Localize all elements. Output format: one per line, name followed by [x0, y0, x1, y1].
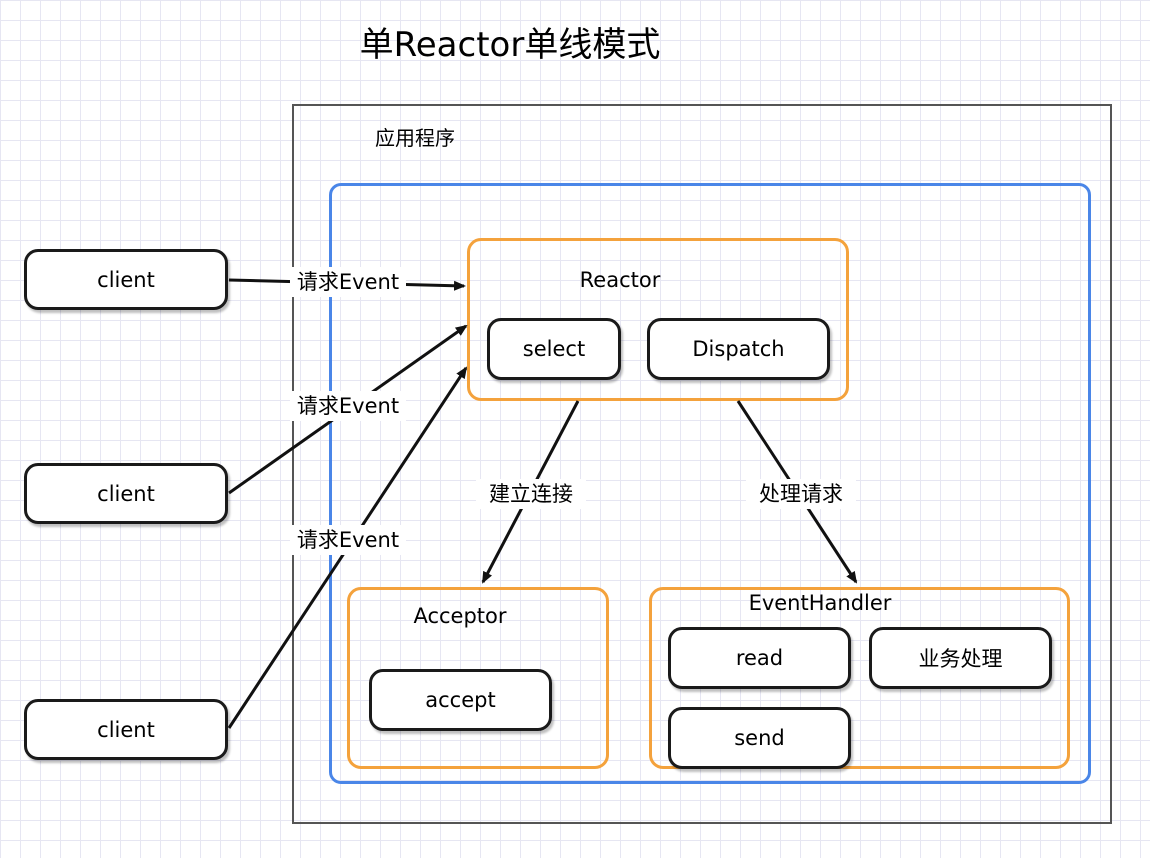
edge-label-request-1: 请求Event	[290, 267, 406, 297]
select-node: select	[487, 318, 621, 380]
reactor-title: Reactor	[579, 268, 661, 292]
acceptor-box	[347, 587, 609, 769]
reactor-box	[467, 238, 849, 401]
edge-label-request-3: 请求Event	[290, 525, 406, 555]
edge-label-handle: 处理请求	[746, 479, 856, 509]
application-boundary	[292, 104, 1112, 824]
accept-node: accept	[369, 669, 552, 731]
event-handler-box	[649, 587, 1070, 769]
client-node-3: client	[24, 699, 228, 760]
client-node-1: client	[24, 249, 228, 310]
application-label: 应用程序	[375, 126, 455, 150]
client-node-2: client	[24, 463, 228, 524]
reactor-container	[329, 183, 1091, 784]
diagram-title: 单Reactor单线模式	[359, 25, 661, 65]
edge-label-request-2: 请求Event	[290, 391, 406, 421]
acceptor-title: Acceptor	[413, 604, 507, 628]
read-node: read	[668, 627, 851, 689]
event-handler-title: EventHandler	[748, 591, 892, 615]
dispatch-node: Dispatch	[647, 318, 830, 380]
send-node: send	[668, 707, 851, 769]
business-node: 业务处理	[869, 627, 1052, 689]
edge-label-connect: 建立连接	[476, 479, 586, 509]
